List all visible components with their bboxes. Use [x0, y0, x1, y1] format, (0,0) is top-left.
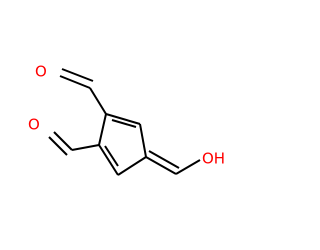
molecule-structure: O O OH	[28, 63, 225, 176]
bond-c1-c2	[98, 113, 107, 146]
bond-c4-ch-2	[148, 150, 180, 169]
atom-label-oh: OH	[202, 150, 225, 168]
atom-label-o-top: O	[35, 63, 47, 81]
bond-c2-c3	[105, 113, 141, 125]
bond-c5-c1	[98, 144, 119, 176]
bond-c5-c1-inner	[104, 145, 119, 167]
bond-cho-o-left-1	[53, 131, 73, 151]
bond-c1-cho	[71, 144, 100, 151]
bond-cho-o-top-2	[61, 68, 94, 82]
bond-c4-c5	[117, 156, 147, 176]
bond-ch-oh	[175, 159, 201, 175]
bond-c2-c3-inner	[111, 119, 137, 128]
bond-cho-o-left-2	[48, 136, 68, 156]
bond-c2-cho	[89, 87, 107, 115]
bond-cho-o-top-1	[59, 75, 91, 89]
bond-c4-ch-1	[145, 156, 177, 175]
atom-label-o-left: O	[28, 116, 40, 134]
bond-c3-c4	[139, 123, 147, 158]
